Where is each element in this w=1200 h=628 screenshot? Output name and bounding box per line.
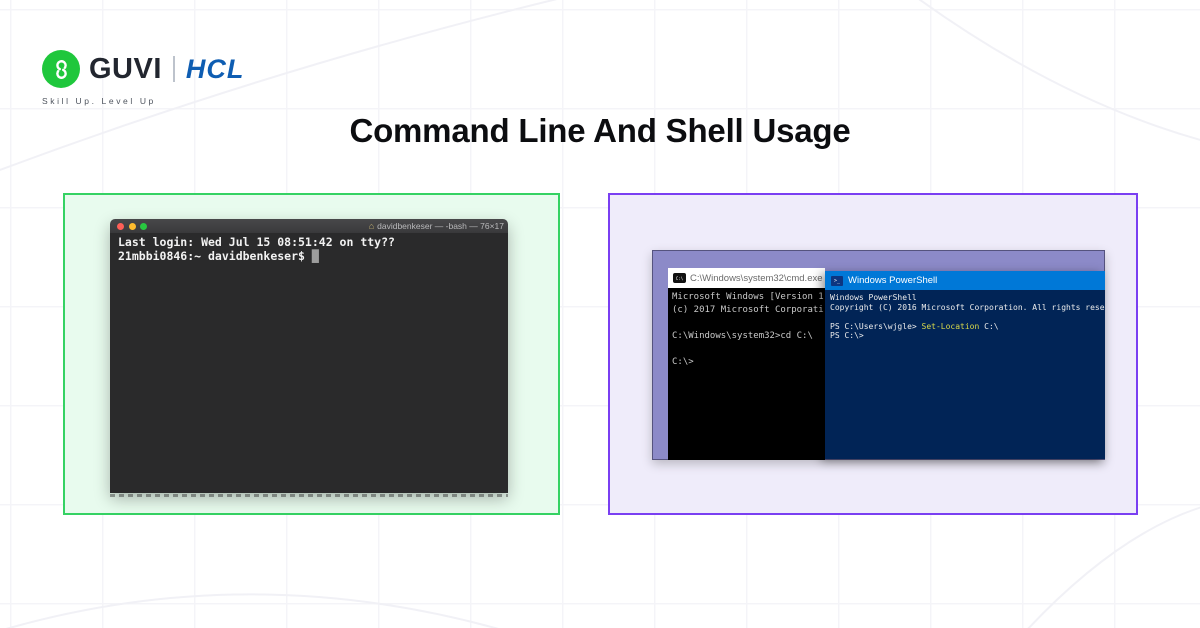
powershell-window[interactable]: >_ Windows PowerShell Windows PowerShell… (825, 271, 1105, 459)
close-button[interactable] (117, 222, 124, 230)
windows-terminal-panel: C:\ C:\Windows\system32\cmd.exe Microsof… (608, 193, 1138, 515)
zoom-button[interactable] (140, 222, 147, 230)
cmd-window[interactable]: C:\ C:\Windows\system32\cmd.exe Microsof… (668, 268, 825, 460)
cmd-titlebar[interactable]: C:\ C:\Windows\system32\cmd.exe (668, 268, 825, 288)
powershell-titlebar[interactable]: >_ Windows PowerShell (825, 271, 1105, 290)
cmd-terminal-body[interactable]: Microsoft Windows [Version 1 (c) 2017 Mic… (668, 288, 825, 460)
terminal-line: 21mbbi0846:~ davidbenkeser$ █ (118, 249, 319, 263)
terminal-line (672, 343, 825, 356)
powershell-window-title: Windows PowerShell (848, 275, 938, 286)
cmd-icon: C:\ (673, 273, 686, 283)
terminal-line: PS C:\Users\wjgle> Set-Location C:\ (830, 321, 999, 331)
brand-logo: GUVI HCL Skill Up. Level Up (42, 50, 244, 106)
guvi-logo-icon (42, 50, 80, 88)
minimize-button[interactable] (128, 222, 136, 230)
mac-terminal-body[interactable]: Last login: Wed Jul 15 08:51:42 on tty??… (110, 233, 508, 493)
terminal-line (830, 312, 1105, 322)
home-icon: ⌂ (368, 220, 375, 231)
mac-terminal-titlebar[interactable]: ⌂ davidbenkeser — -bash — 76×17 (110, 219, 508, 233)
terminal-line: Windows PowerShell (830, 293, 917, 302)
brand-logo-row: GUVI HCL (42, 50, 244, 88)
brand-divider (172, 56, 175, 82)
terminal-line: Microsoft Windows [Version 1 (672, 292, 824, 302)
terminal-line: C:\> (672, 357, 694, 367)
caption-artifact (110, 494, 508, 497)
page-title: Command Line And Shell Usage (349, 112, 851, 149)
mac-terminal-title-group: ⌂ davidbenkeser — -bash — 76×17 (369, 219, 504, 233)
brand-tagline: Skill Up. Level Up (42, 96, 156, 106)
terminal-line: Last login: Wed Jul 15 08:51:42 on tty?? (118, 235, 395, 249)
mac-terminal-title: davidbenkeser — -bash — 76×17 (377, 221, 504, 231)
mac-terminal-panel: ⌂ davidbenkeser — -bash — 76×17 Last log… (63, 193, 560, 515)
powershell-icon: >_ (831, 275, 843, 286)
hcl-wordmark: HCL (185, 53, 245, 84)
windows-desktop: C:\ C:\Windows\system32\cmd.exe Microsof… (652, 250, 1105, 460)
guvi-wordmark: GUVI (89, 52, 162, 85)
terminal-line: PS C:\> (830, 331, 864, 340)
terminal-line: C:\Windows\system32>cd C:\ (672, 331, 813, 341)
cmd-window-title: C:\Windows\system32\cmd.exe (690, 272, 823, 284)
mac-terminal-window[interactable]: ⌂ davidbenkeser — -bash — 76×17 Last log… (110, 219, 508, 493)
terminal-line: (c) 2017 Microsoft Corporati (672, 305, 824, 315)
terminal-line (672, 317, 825, 330)
terminal-line: Copyright (C) 2016 Microsoft Corporation… (830, 302, 1105, 312)
